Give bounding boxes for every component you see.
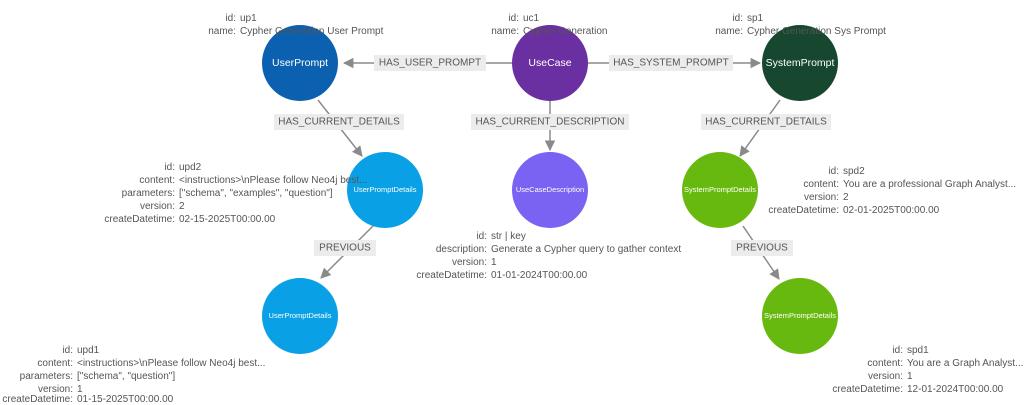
node-label-system-prompt: SystemPrompt (766, 57, 835, 69)
prop-value: ["schema", "examples", "question"] (179, 188, 333, 199)
prop-value: Cypher Generation User Prompt (240, 26, 384, 37)
prop-key: name: (715, 26, 743, 37)
prop-key: description: (436, 244, 487, 255)
edge-has-user-prompt[interactable]: HAS_USER_PROMPT (342, 55, 513, 71)
prop-value: <instructions>\nPlease follow Neo4j best… (77, 358, 265, 369)
prop-key: content: (139, 175, 175, 186)
prop-key: parameters: (122, 188, 175, 199)
prop-key: content: (37, 358, 73, 369)
prop-key: content: (803, 179, 839, 190)
prop-value: upd1 (77, 345, 100, 356)
prop-value: 1 (491, 257, 497, 268)
prop-key: version: (452, 257, 487, 268)
prop-key: createDatetime: (832, 384, 903, 395)
edge-up-previous[interactable]: PREVIOUS (314, 225, 376, 279)
prop-key: id: (732, 13, 743, 24)
prop-value: sp1 (747, 13, 764, 24)
props-spd2: id: spd2 content: You are a professional… (768, 166, 1016, 216)
prop-key: name: (208, 26, 236, 37)
node-label-upd2: UserPromptDetails (354, 185, 417, 194)
prop-value: str | key (491, 231, 526, 242)
node-use-case-description[interactable]: UseCaseDescription (512, 152, 588, 228)
node-system-prompt-details-spd1[interactable]: SystemPromptDetails (762, 278, 838, 354)
prop-value: 1 (907, 371, 913, 382)
prop-key: version: (868, 371, 903, 382)
node-label-use-case: UseCase (528, 57, 571, 69)
prop-key: version: (804, 192, 839, 203)
prop-value: 2 (843, 192, 849, 203)
node-user-prompt-details-upd1[interactable]: UserPromptDetails (262, 278, 338, 354)
props-up1: id: up1 name: Cypher Generation User Pro… (208, 13, 383, 37)
prop-value: uc1 (523, 13, 540, 24)
edge-has-system-prompt[interactable]: HAS_SYSTEM_PROMPT (587, 55, 762, 71)
edge-label-has-user-prompt: HAS_USER_PROMPT (379, 58, 481, 69)
prop-value: Cypher Generation (523, 26, 608, 37)
prop-key: version: (38, 384, 73, 395)
edge-up-has-current-details[interactable]: HAS_CURRENT_DETAILS (274, 99, 404, 157)
node-system-prompt-details-spd2[interactable]: SystemPromptDetails (682, 152, 758, 228)
prop-value: You are a professional Graph Analyst... (843, 179, 1016, 190)
edge-label-has-system-prompt: HAS_SYSTEM_PROMPT (613, 58, 729, 69)
props-spd1: id: spd1 content: You are a Graph Analys… (832, 345, 1023, 395)
node-system-prompt[interactable]: SystemPrompt (762, 25, 838, 101)
props-ucd: id: str | key description: Generate a Cy… (416, 231, 681, 281)
edge-label-sp-current-details: HAS_CURRENT_DETAILS (705, 117, 827, 128)
node-label-ucd: UseCaseDescription (516, 185, 584, 194)
prop-key: id: (828, 166, 839, 177)
prop-key: id: (508, 13, 519, 24)
prop-value: 01-15-2025T00:00.00 (77, 394, 174, 405)
prop-value: You are a Graph Analyst... (907, 358, 1023, 369)
prop-value: 12-01-2024T00:00.00 (907, 384, 1004, 395)
prop-value: Cypher Generation Sys Prompt (747, 26, 886, 37)
edge-label-up-previous: PREVIOUS (319, 243, 371, 254)
edge-label-uc-current-description: HAS_CURRENT_DESCRIPTION (476, 117, 625, 128)
prop-value: ["schema", "question"] (77, 371, 175, 382)
node-label-spd1: SystemPromptDetails (764, 311, 836, 320)
prop-key: parameters: (20, 371, 73, 382)
prop-value: 02-15-2025T00:00.00 (179, 214, 276, 225)
prop-key: id: (164, 162, 175, 173)
edge-sp-has-current-details[interactable]: HAS_CURRENT_DETAILS (701, 99, 831, 157)
prop-key: name: (491, 26, 519, 37)
prop-key: id: (892, 345, 903, 356)
props-upd1: id: upd1 content: <instructions>\nPlease… (2, 345, 265, 405)
prop-key: createDatetime: (2, 394, 73, 405)
edge-label-sp-previous: PREVIOUS (736, 243, 788, 254)
prop-key: id: (476, 231, 487, 242)
prop-value: spd1 (907, 345, 929, 356)
prop-value: 2 (179, 201, 185, 212)
prop-key: content: (867, 358, 903, 369)
prop-value: 01-01-2024T00:00.00 (491, 270, 588, 281)
edge-label-up-current-details: HAS_CURRENT_DETAILS (278, 117, 400, 128)
prop-key: id: (225, 13, 236, 24)
prop-key: createDatetime: (416, 270, 487, 281)
node-user-prompt[interactable]: UserPrompt (262, 25, 338, 101)
prop-value: upd2 (179, 162, 202, 173)
prop-key: createDatetime: (104, 214, 175, 225)
prop-key: id: (62, 345, 73, 356)
node-label-upd1: UserPromptDetails (269, 311, 332, 320)
prop-value: <instructions>\nPlease follow Neo4j best… (179, 175, 367, 186)
props-upd2: id: upd2 content: <instructions>\nPlease… (104, 162, 367, 225)
prop-value: 02-01-2025T00:00.00 (843, 205, 940, 216)
edge-sp-previous[interactable]: PREVIOUS (731, 225, 793, 280)
node-label-spd2: SystemPromptDetails (684, 185, 756, 194)
node-user-prompt-details-upd2[interactable]: UserPromptDetails (347, 152, 423, 228)
node-label-user-prompt: UserPrompt (272, 57, 328, 69)
prop-key: createDatetime: (768, 205, 839, 216)
props-sp1: id: sp1 name: Cypher Generation Sys Prom… (715, 13, 886, 37)
prop-value: up1 (240, 13, 257, 24)
prop-value: Generate a Cypher query to gather contex… (491, 244, 681, 255)
prop-value: 1 (77, 384, 83, 395)
prop-value: spd2 (843, 166, 865, 177)
props-uc1: id: uc1 name: Cypher Generation (491, 13, 607, 37)
prop-key: version: (140, 201, 175, 212)
edge-uc-has-current-description[interactable]: HAS_CURRENT_DESCRIPTION (471, 101, 629, 152)
node-use-case[interactable]: UseCase (512, 25, 588, 101)
